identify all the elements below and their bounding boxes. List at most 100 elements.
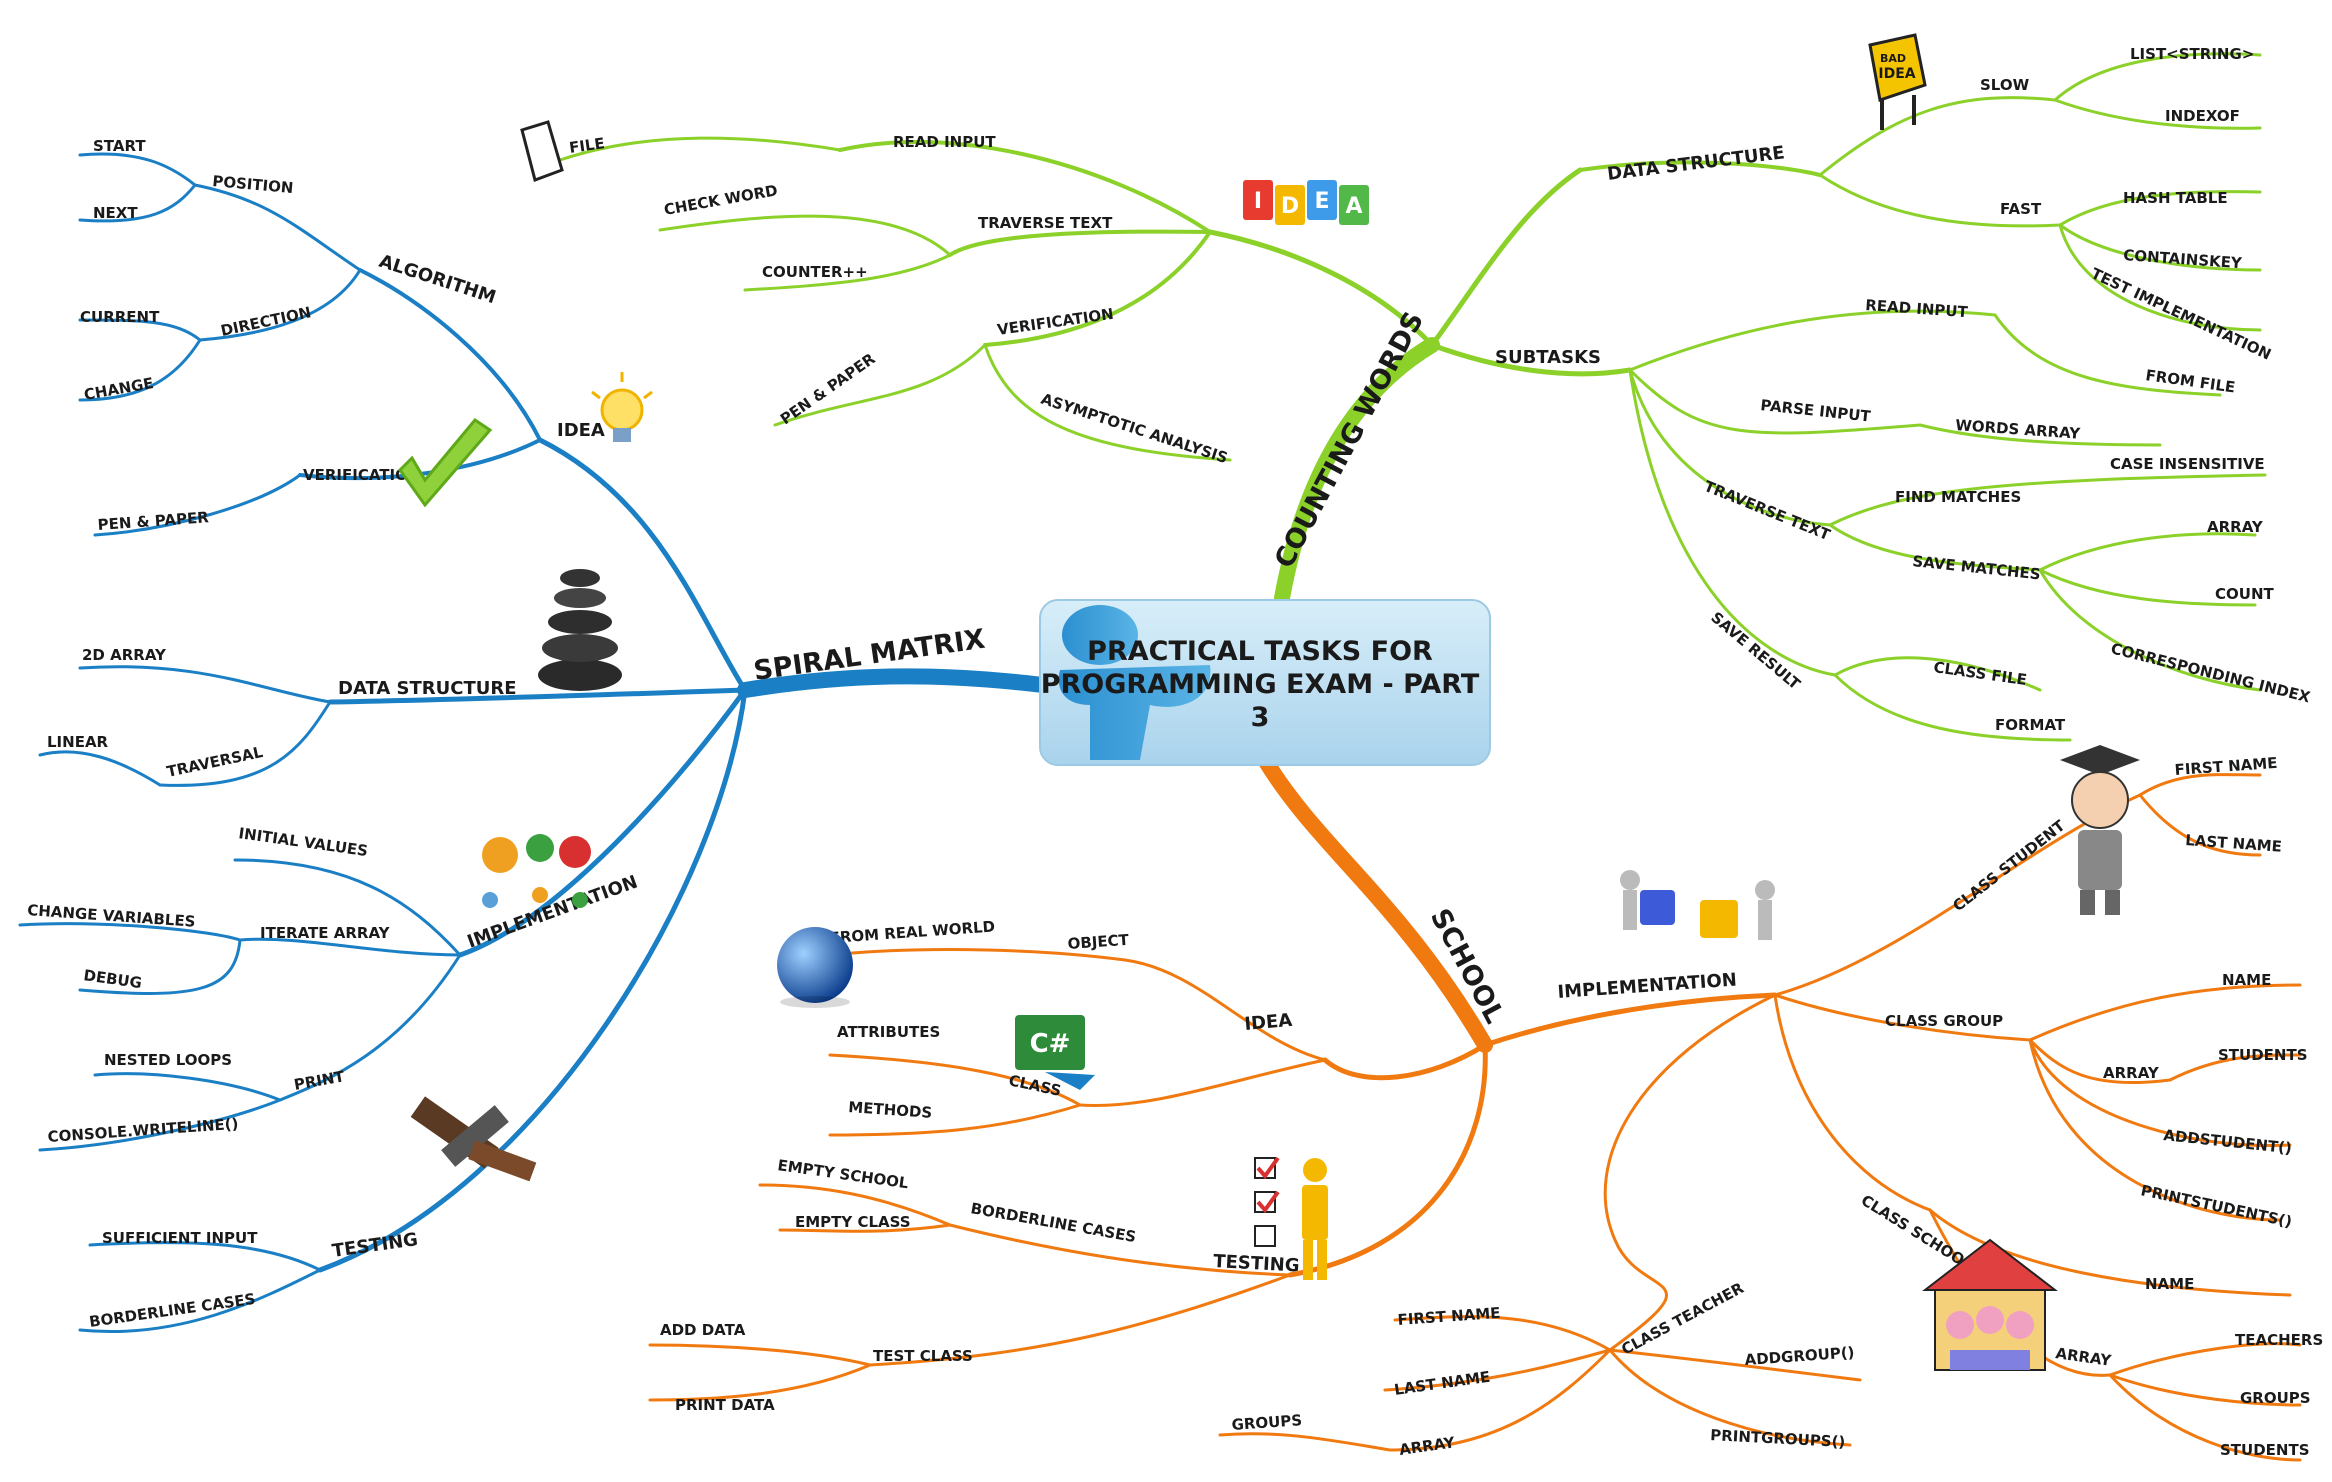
counting-branches [558, 52, 2267, 742]
counting-traverse-text[interactable]: TRAVERSE TEXT [978, 214, 1113, 232]
spiral-nested-loops[interactable]: NESTED LOOPS [104, 1051, 232, 1069]
school-addgroup[interactable]: ADDGROUP() [1744, 1343, 1855, 1369]
school-t-array[interactable]: ARRAY [1398, 1433, 1457, 1459]
school-printgroups[interactable]: PRINTGROUPS() [1710, 1426, 1846, 1451]
spiral-debug[interactable]: DEBUG [82, 966, 143, 992]
spiral-change[interactable]: CHANGE [83, 374, 155, 404]
school-methods[interactable]: METHODS [848, 1098, 933, 1122]
bad-idea-text-2: IDEA [1878, 66, 1915, 82]
counting-count[interactable]: COUNT [2215, 585, 2274, 603]
spiral-verification[interactable]: VERIFICATION [303, 466, 420, 484]
school-add-data[interactable]: ADD DATA [660, 1321, 746, 1339]
counting-pen-paper[interactable]: PEN & PAPER [777, 349, 879, 428]
spiral-direction[interactable]: DIRECTION [219, 303, 313, 340]
school-school-name[interactable]: NAME [2145, 1275, 2194, 1293]
counting-case-insensitive[interactable]: CASE INSENSITIVE [2110, 455, 2265, 473]
spiral-change-variables[interactable]: CHANGE VARIABLES [27, 901, 196, 931]
center-title-line3: 3 [1251, 702, 1270, 733]
center-title-line2: PROGRAMMING EXAM - PART [1041, 669, 1480, 700]
counting-find-matches[interactable]: FIND MATCHES [1895, 488, 2021, 506]
graduate-student-icon [2060, 745, 2140, 915]
counting-format[interactable]: FORMAT [1995, 716, 2066, 734]
counting-containskey[interactable]: CONTAINSKEY [2123, 246, 2244, 272]
counting-hash-table[interactable]: HASH TABLE [2123, 189, 2228, 207]
school-printstudents[interactable]: PRINTSTUDENTS() [2139, 1181, 2293, 1231]
school-school-students[interactable]: STUDENTS [2220, 1441, 2310, 1459]
school-group-students[interactable]: STUDENTS [2218, 1046, 2308, 1064]
counting-counter[interactable]: COUNTER++ [762, 263, 868, 281]
csharp-icon: C# [1015, 1015, 1095, 1090]
spiral-algorithm[interactable]: ALGORITHM [376, 251, 498, 308]
school-branches [648, 773, 2302, 1462]
counting-save-result[interactable]: SAVE RESULT [1707, 608, 1804, 693]
school-last-name[interactable]: LAST NAME [2185, 831, 2283, 856]
spiral-sufficient-input[interactable]: SUFFICIENT INPUT [102, 1229, 258, 1247]
school-print-data[interactable]: PRINT DATA [675, 1396, 775, 1414]
counting-data-structure[interactable]: DATA STRUCTURE [1606, 142, 1786, 185]
school-group-array[interactable]: ARRAY [2103, 1064, 2160, 1082]
spiral-branches [18, 152, 748, 1334]
checkmark-icon [398, 418, 493, 508]
spiral-testing[interactable]: TESTING [331, 1229, 419, 1262]
school-first-name[interactable]: FIRST NAME [2174, 754, 2278, 779]
school-empty-class[interactable]: EMPTY CLASS [795, 1213, 911, 1231]
counting-save-matches[interactable]: SAVE MATCHES [1912, 552, 2042, 583]
school-t-first-name[interactable]: FIRST NAME [1397, 1304, 1501, 1329]
spiral-linear[interactable]: LINEAR [47, 733, 109, 751]
counting-traverse-text-2[interactable]: TRAVERSE TEXT [1702, 477, 1834, 544]
counting-slow[interactable]: SLOW [1980, 76, 2030, 94]
lightbulb-icon [591, 372, 653, 442]
spiral-start[interactable]: START [93, 137, 146, 155]
counting-read-input[interactable]: READ INPUT [893, 133, 996, 151]
spiral-implementation[interactable]: IMPLEMENTATION [465, 872, 641, 953]
spiral-iterate-array[interactable]: ITERATE ARRAY [260, 924, 391, 942]
school-class-teacher[interactable]: CLASS TEACHER [1618, 1279, 1747, 1359]
bad-idea-text-1: BAD [1880, 52, 1906, 65]
school-groups[interactable]: GROUPS [2240, 1389, 2311, 1407]
school-borderline-cases[interactable]: BORDERLINE CASES [969, 1199, 1137, 1246]
counting-fast[interactable]: FAST [2000, 200, 2042, 218]
counting-sub-read-input[interactable]: READ INPUT [1865, 296, 1969, 321]
counting-list-string[interactable]: LIST<STRING> [2130, 45, 2254, 63]
school-idea[interactable]: IDEA [1244, 1010, 1294, 1035]
counting-class-file[interactable]: CLASS FILE [1932, 658, 2028, 689]
spiral-data-structure[interactable]: DATA STRUCTURE [338, 678, 517, 699]
counting-file[interactable]: FILE [568, 134, 606, 157]
school-group-name[interactable]: NAME [2222, 971, 2271, 989]
school-t-groups[interactable]: GROUPS [1231, 1411, 1303, 1434]
spiral-next[interactable]: NEXT [93, 204, 138, 222]
spiral-console-writeline[interactable]: CONSOLE.WRITELINE() [47, 1115, 239, 1146]
globe-icon [777, 927, 853, 1008]
school-class-student[interactable]: CLASS STUDENT [1949, 816, 2069, 915]
spiral-pen-paper[interactable]: PEN & PAPER [97, 508, 210, 534]
spiral-current[interactable]: CURRENT [80, 308, 160, 326]
school-t-last-name[interactable]: LAST NAME [1393, 1368, 1491, 1399]
document-file-icon [520, 120, 564, 182]
gears-team-icon [482, 834, 591, 908]
school-attributes[interactable]: ATTRIBUTES [837, 1023, 940, 1041]
csharp-text: C# [1030, 1029, 1071, 1059]
counting-indexof[interactable]: INDEXOF [2165, 107, 2240, 125]
spiral-print[interactable]: PRINT [293, 1067, 347, 1094]
spiral-2d-array[interactable]: 2D ARRAY [82, 646, 167, 664]
school-building-icon [1922, 1238, 2058, 1371]
school-object[interactable]: OBJECT [1067, 931, 1130, 953]
counting-subtasks[interactable]: SUBTASKS [1495, 347, 1601, 368]
idea-sign-letter-a: A [1345, 194, 1362, 219]
school-test-class[interactable]: TEST CLASS [873, 1347, 973, 1365]
counting-check-word[interactable]: CHECK WORD [663, 181, 779, 219]
school-from-real-world[interactable]: FROM REAL WORLD [829, 917, 996, 947]
school-teachers[interactable]: TEACHERS [2235, 1331, 2323, 1349]
spiral-idea[interactable]: IDEA [557, 420, 605, 441]
counting-corresponding-index[interactable]: CORRESPONDING INDEX [2109, 639, 2312, 706]
school-class-group[interactable]: CLASS GROUP [1885, 1012, 2003, 1030]
counting-parse-input[interactable]: PARSE INPUT [1760, 396, 1873, 426]
bad-idea-sign-icon: BAD IDEA [1868, 33, 1927, 130]
center-node[interactable]: PRACTICAL TASKS FOR PROGRAMMING EXAM - P… [1039, 599, 1491, 766]
school-testing[interactable]: TESTING [1213, 1251, 1300, 1276]
counting-words-title[interactable]: COUNTING WORDS [1269, 307, 1430, 573]
counting-array[interactable]: ARRAY [2207, 518, 2264, 536]
spiral-initial-values[interactable]: INITIAL VALUES [237, 824, 369, 860]
counting-test-implementation[interactable]: TEST IMPLEMENTATION [2088, 264, 2274, 363]
school-addstudent[interactable]: ADDSTUDENT() [2163, 1126, 2293, 1157]
